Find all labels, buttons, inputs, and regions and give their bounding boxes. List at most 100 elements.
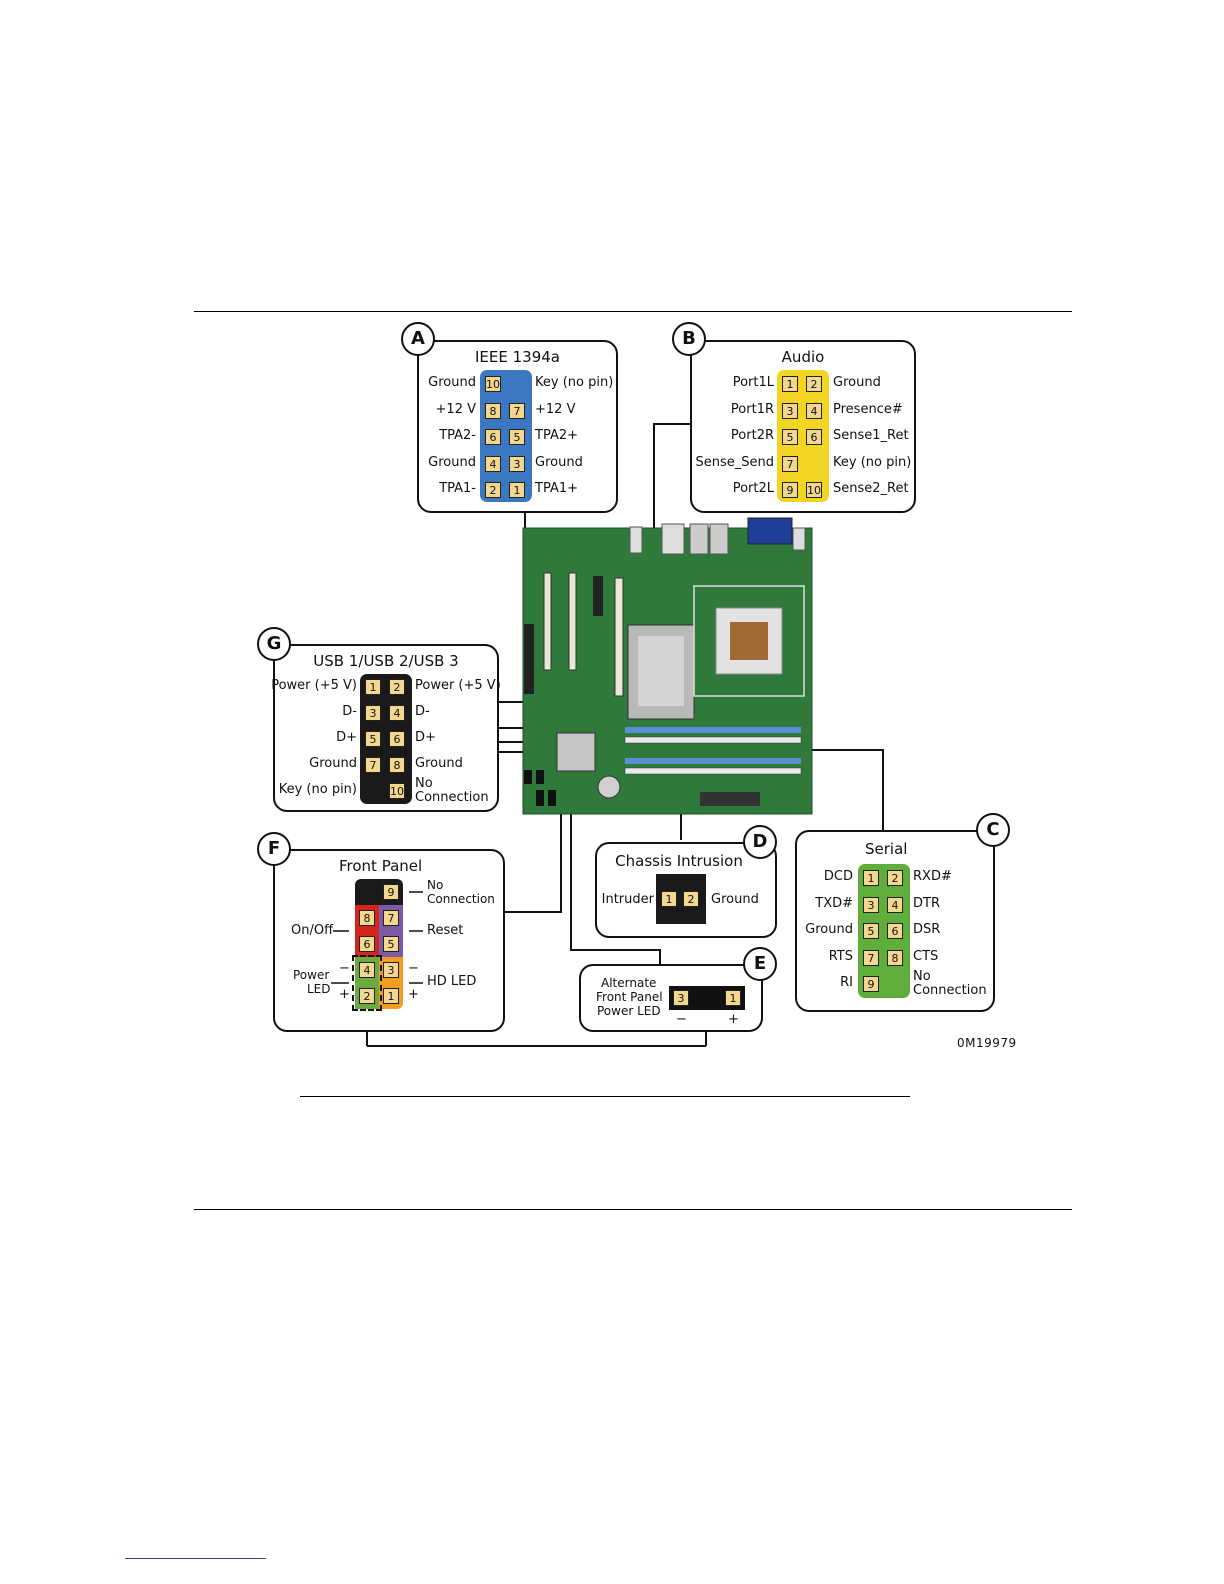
g-left-label-0: Power (+5 V)	[271, 678, 357, 693]
fp-onoff-label: On/Off	[291, 923, 334, 938]
g-left-label-2: D+	[336, 730, 357, 745]
a-pin-3: 3	[509, 455, 525, 472]
a-pin-7: 7	[509, 402, 525, 419]
a-pin-1: 1	[509, 482, 525, 498]
c-right-label-3: CTS	[913, 948, 939, 964]
a-pin-8: 8	[485, 402, 501, 419]
c-right-label-0: RXD#	[913, 869, 952, 884]
badge-e: E	[743, 947, 777, 981]
c-left-label-0: DCD	[823, 869, 853, 884]
g-right-label-0: Power (+5 V)	[415, 678, 501, 693]
b-right-label-1: Presence#	[833, 401, 903, 417]
g-pin-4: 4	[389, 705, 405, 721]
b-right-label-0: Ground	[833, 375, 881, 390]
figure-id: 0M19979	[957, 1036, 1017, 1050]
b-pin-9: 9	[782, 482, 798, 498]
fp-power-led-1: Power	[293, 968, 330, 982]
b-left-label-3: Sense_Send	[695, 454, 774, 470]
b-pin-6: 6	[806, 429, 822, 445]
fp-pin-6: 6	[359, 936, 375, 952]
g-right-label-2: D+	[415, 730, 436, 745]
g-pin-3: 3	[365, 705, 381, 721]
b-pin-3: 3	[782, 402, 798, 419]
c-right-label-1: DTR	[913, 895, 940, 911]
caption-rule	[300, 1096, 910, 1097]
a-left-label-4: TPA1-	[439, 481, 476, 496]
g-left-label-3: Ground	[309, 756, 357, 771]
g-right-label-1: D-	[415, 704, 430, 719]
fp-no-conn-1: No	[427, 878, 444, 892]
fp-no-conn-2: Connection	[427, 892, 495, 906]
chassis-intrusion-panel: Chassis Intrusion 1 2 Intruder Ground	[595, 842, 777, 938]
fp-hdled-minus: −	[408, 961, 419, 976]
b-right-label-3: Key (no pin)	[833, 454, 912, 470]
g-right-label-3: Ground	[415, 756, 463, 771]
c-left-label-3: RTS	[828, 948, 853, 964]
badge-a: A	[401, 322, 435, 356]
fp-leader-ticks	[331, 891, 423, 984]
c-right-label-4: No	[913, 969, 931, 984]
serial-title: Serial	[865, 840, 908, 858]
c-pin-6: 6	[887, 923, 903, 939]
fp-pin-5: 5	[383, 936, 399, 952]
power-led-dashed-outline	[352, 955, 382, 1011]
fp-hdled-plus: +	[408, 987, 419, 1002]
bottom-rule	[194, 1209, 1072, 1210]
usb-title: USB 1/USB 2/USB 3	[313, 652, 459, 670]
b-right-label-4: Sense2_Ret	[833, 481, 909, 496]
c-right-label-5: Connection	[913, 983, 987, 998]
a-left-label-3: Ground	[428, 454, 476, 470]
fp-pin-7: 7	[383, 910, 399, 926]
c-pin-8: 8	[887, 949, 903, 966]
b-pin-5: 5	[782, 429, 798, 445]
alt-led-line-1: Alternate	[601, 976, 657, 990]
front-panel-title: Front Panel	[339, 857, 423, 875]
g-pin-1: 1	[365, 679, 381, 695]
c-right-label-2: DSR	[913, 922, 941, 937]
ieee1394a-title: IEEE 1394a	[475, 348, 560, 366]
badge-c: C	[976, 813, 1010, 847]
g-right-label-5: Connection	[415, 790, 489, 805]
g-pin-2: 2	[389, 679, 405, 695]
chassis-pin-1: 1	[661, 891, 677, 907]
b-left-label-2: Port2R	[730, 428, 774, 443]
fp-pin-2: 2	[359, 988, 375, 1004]
b-pin-2: 2	[806, 376, 822, 392]
b-pin-1: 1	[782, 376, 798, 392]
b-pin-4: 4	[806, 402, 822, 419]
badge-f: F	[257, 832, 291, 866]
a-pin-5: 5	[509, 429, 525, 445]
a-left-label-2: TPA2-	[439, 428, 476, 443]
c-left-label-2: Ground	[805, 922, 853, 937]
b-pin-7: 7	[782, 455, 798, 472]
g-pin-6: 6	[389, 731, 405, 747]
b-right-label-2: Sense1_Ret	[833, 428, 909, 443]
a-right-label-1: +12 V	[535, 401, 576, 417]
g-pin-10: 10	[389, 783, 405, 799]
fp-pin-4: 4	[359, 962, 375, 978]
a-pin-2: 2	[485, 482, 501, 498]
b-pin-10: 10	[806, 482, 822, 498]
a-pin-6: 6	[485, 429, 501, 445]
b-left-label-4: Port2L	[732, 481, 774, 496]
c-pin-9: 9	[863, 976, 879, 992]
alt-led-minus: −	[676, 1012, 687, 1027]
a-right-label-2: TPA2+	[535, 428, 579, 443]
chassis-intruder-label: Intruder	[601, 892, 654, 907]
c-pin-5: 5	[863, 923, 879, 939]
c-pin-3: 3	[863, 896, 879, 913]
c-pin-1: 1	[863, 870, 879, 886]
g-left-label-4: Key (no pin)	[278, 782, 357, 797]
fp-pin-1: 1	[383, 988, 399, 1004]
a-right-label-3: Ground	[535, 454, 583, 470]
g-right-label-4: No	[415, 776, 433, 791]
a-left-label-0: Ground	[428, 375, 476, 390]
badge-g: G	[257, 627, 291, 661]
fp-pin-3: 3	[383, 962, 399, 978]
alt-led-pin-3: 3	[673, 990, 689, 1006]
c-left-label-1: TXD#	[815, 895, 853, 911]
